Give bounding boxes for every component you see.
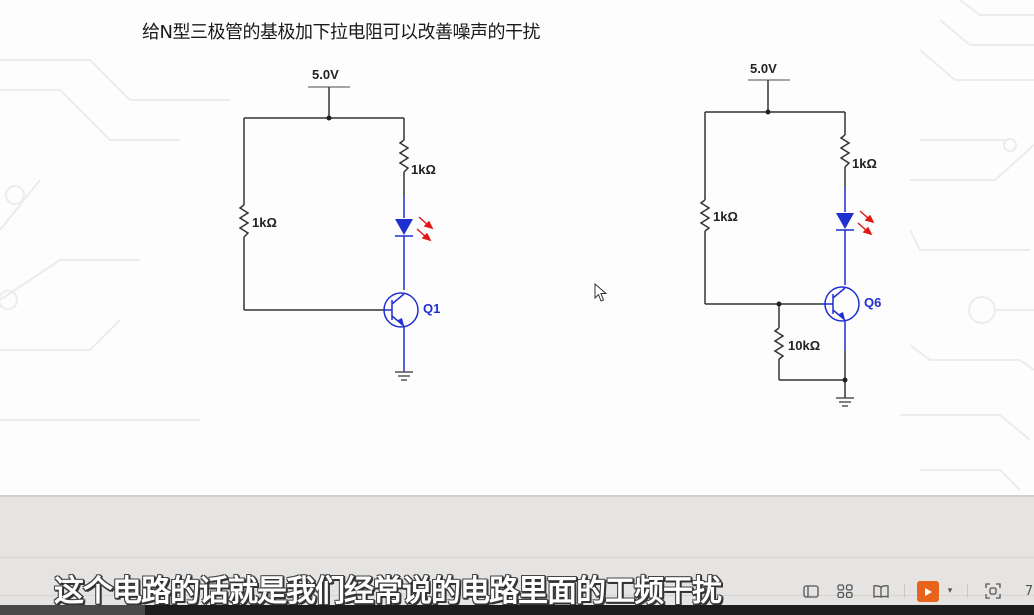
ground-symbol <box>395 371 413 381</box>
led-light-arrows <box>857 210 875 236</box>
grid-view-icon[interactable] <box>834 576 856 606</box>
base-resistor-label: 1kΩ <box>713 209 738 224</box>
slide-title: 给N型三极管的基极加下拉电阻可以改善噪声的干扰 <box>142 22 540 43</box>
resistor-collector <box>839 134 851 168</box>
divider <box>904 584 905 598</box>
supply-voltage-label: 5.0V <box>750 61 777 76</box>
led-diode <box>836 213 854 229</box>
resistor-collector <box>398 139 410 173</box>
circuit-pattern-background <box>0 0 1034 491</box>
npn-transistor-q6 <box>824 286 860 322</box>
base-resistor-label: 1kΩ <box>252 215 277 230</box>
video-progress-bar[interactable] <box>0 605 1034 615</box>
junction-dot <box>776 301 782 307</box>
circuit-right <box>699 79 875 407</box>
normal-view-icon[interactable] <box>800 576 822 606</box>
junction-dot <box>842 377 848 383</box>
npn-transistor-q1 <box>383 292 419 328</box>
pulldown-resistor-label: 10kΩ <box>788 338 821 353</box>
junction-dot <box>326 115 332 121</box>
video-progress-fill <box>0 605 145 615</box>
resistor-base <box>238 204 250 238</box>
ground-symbol <box>836 397 854 407</box>
circuit-left <box>238 86 434 381</box>
resistor-pulldown <box>773 327 785 360</box>
dropdown-icon[interactable]: ▾ <box>947 586 953 596</box>
circuit-diagrams <box>238 79 875 407</box>
play-slideshow-icon <box>925 587 932 596</box>
divider <box>0 595 1034 596</box>
divider <box>0 557 1034 558</box>
status-bar: ▾ 7 <box>0 576 1034 606</box>
transistor-label: Q1 <box>423 301 441 316</box>
collector-resistor-label: 1kΩ <box>852 156 877 171</box>
reading-view-icon[interactable] <box>870 576 892 606</box>
zoom-level[interactable]: 7 <box>1024 583 1034 599</box>
slide-canvas: 给N型三极管的基极加下拉电阻可以改善噪声的干扰 <box>0 0 1034 491</box>
mouse-cursor-icon <box>594 283 608 302</box>
notes-panel[interactable] <box>0 495 1034 607</box>
collector-resistor-label: 1kΩ <box>411 162 436 177</box>
supply-voltage-label: 5.0V <box>312 67 339 82</box>
led-light-arrows <box>416 216 434 242</box>
transistor-label: Q6 <box>864 295 882 310</box>
resistor-base <box>699 199 711 232</box>
video-subtitle: 这个电路的话就是我们经常说的电路里面的工频干扰 <box>54 574 722 609</box>
led-diode <box>395 219 413 235</box>
play-slideshow-button[interactable] <box>917 581 939 602</box>
divider <box>967 584 968 598</box>
fit-window-icon[interactable] <box>982 576 1004 606</box>
junction-dot <box>765 109 771 115</box>
